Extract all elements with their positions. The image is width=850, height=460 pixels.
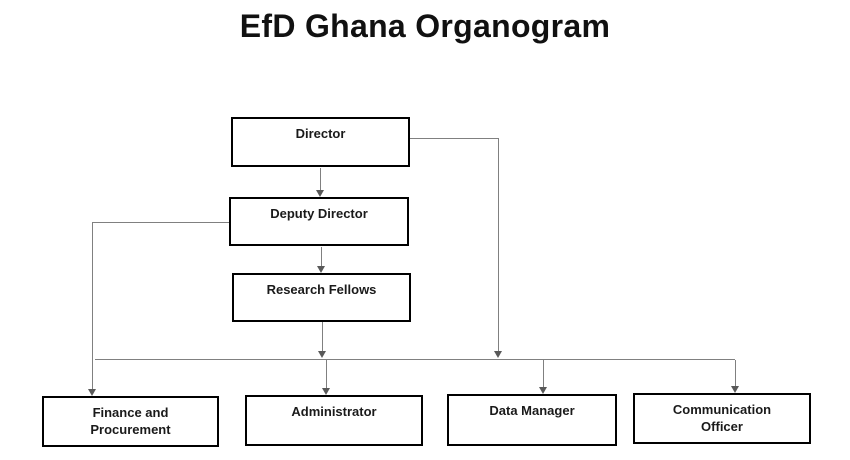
node-finance-and-procurement: Finance and Procurement [42,396,219,447]
connector-deputy-left-vertical [92,222,93,389]
node-data-manager: Data Manager [447,394,617,446]
arrowhead-research-fellows-icon [317,266,325,273]
node-research-fellows: Research Fellows [232,273,411,322]
arrowhead-administrator-icon [322,388,330,395]
connector-bus-communication-officer [735,360,736,386]
connector-staff-bus [95,359,735,360]
connector-research-to-bus [322,322,323,351]
connector-director-deputy [320,168,321,190]
node-administrator: Administrator [245,395,423,446]
node-deputy-director: Deputy Director [229,197,409,246]
arrowhead-deputy-director-icon [316,190,324,197]
arrowhead-finance-icon [88,389,96,396]
connector-deputy-research [321,247,322,266]
arrowhead-research-to-bus-icon [318,351,326,358]
connector-deputy-left-horizontal [92,222,229,223]
node-director: Director [231,117,410,167]
chart-title: EfD Ghana Organogram [239,8,611,44]
connector-bus-data-manager [543,360,544,387]
connector-director-right-vertical [498,138,499,351]
arrowhead-communication-officer-icon [731,386,739,393]
connector-director-right-horizontal [410,138,498,139]
node-communication-officer: Communication Officer [633,393,811,444]
arrowhead-data-manager-icon [539,387,547,394]
connector-bus-administrator [326,360,327,388]
arrowhead-director-to-bus-icon [494,351,502,358]
